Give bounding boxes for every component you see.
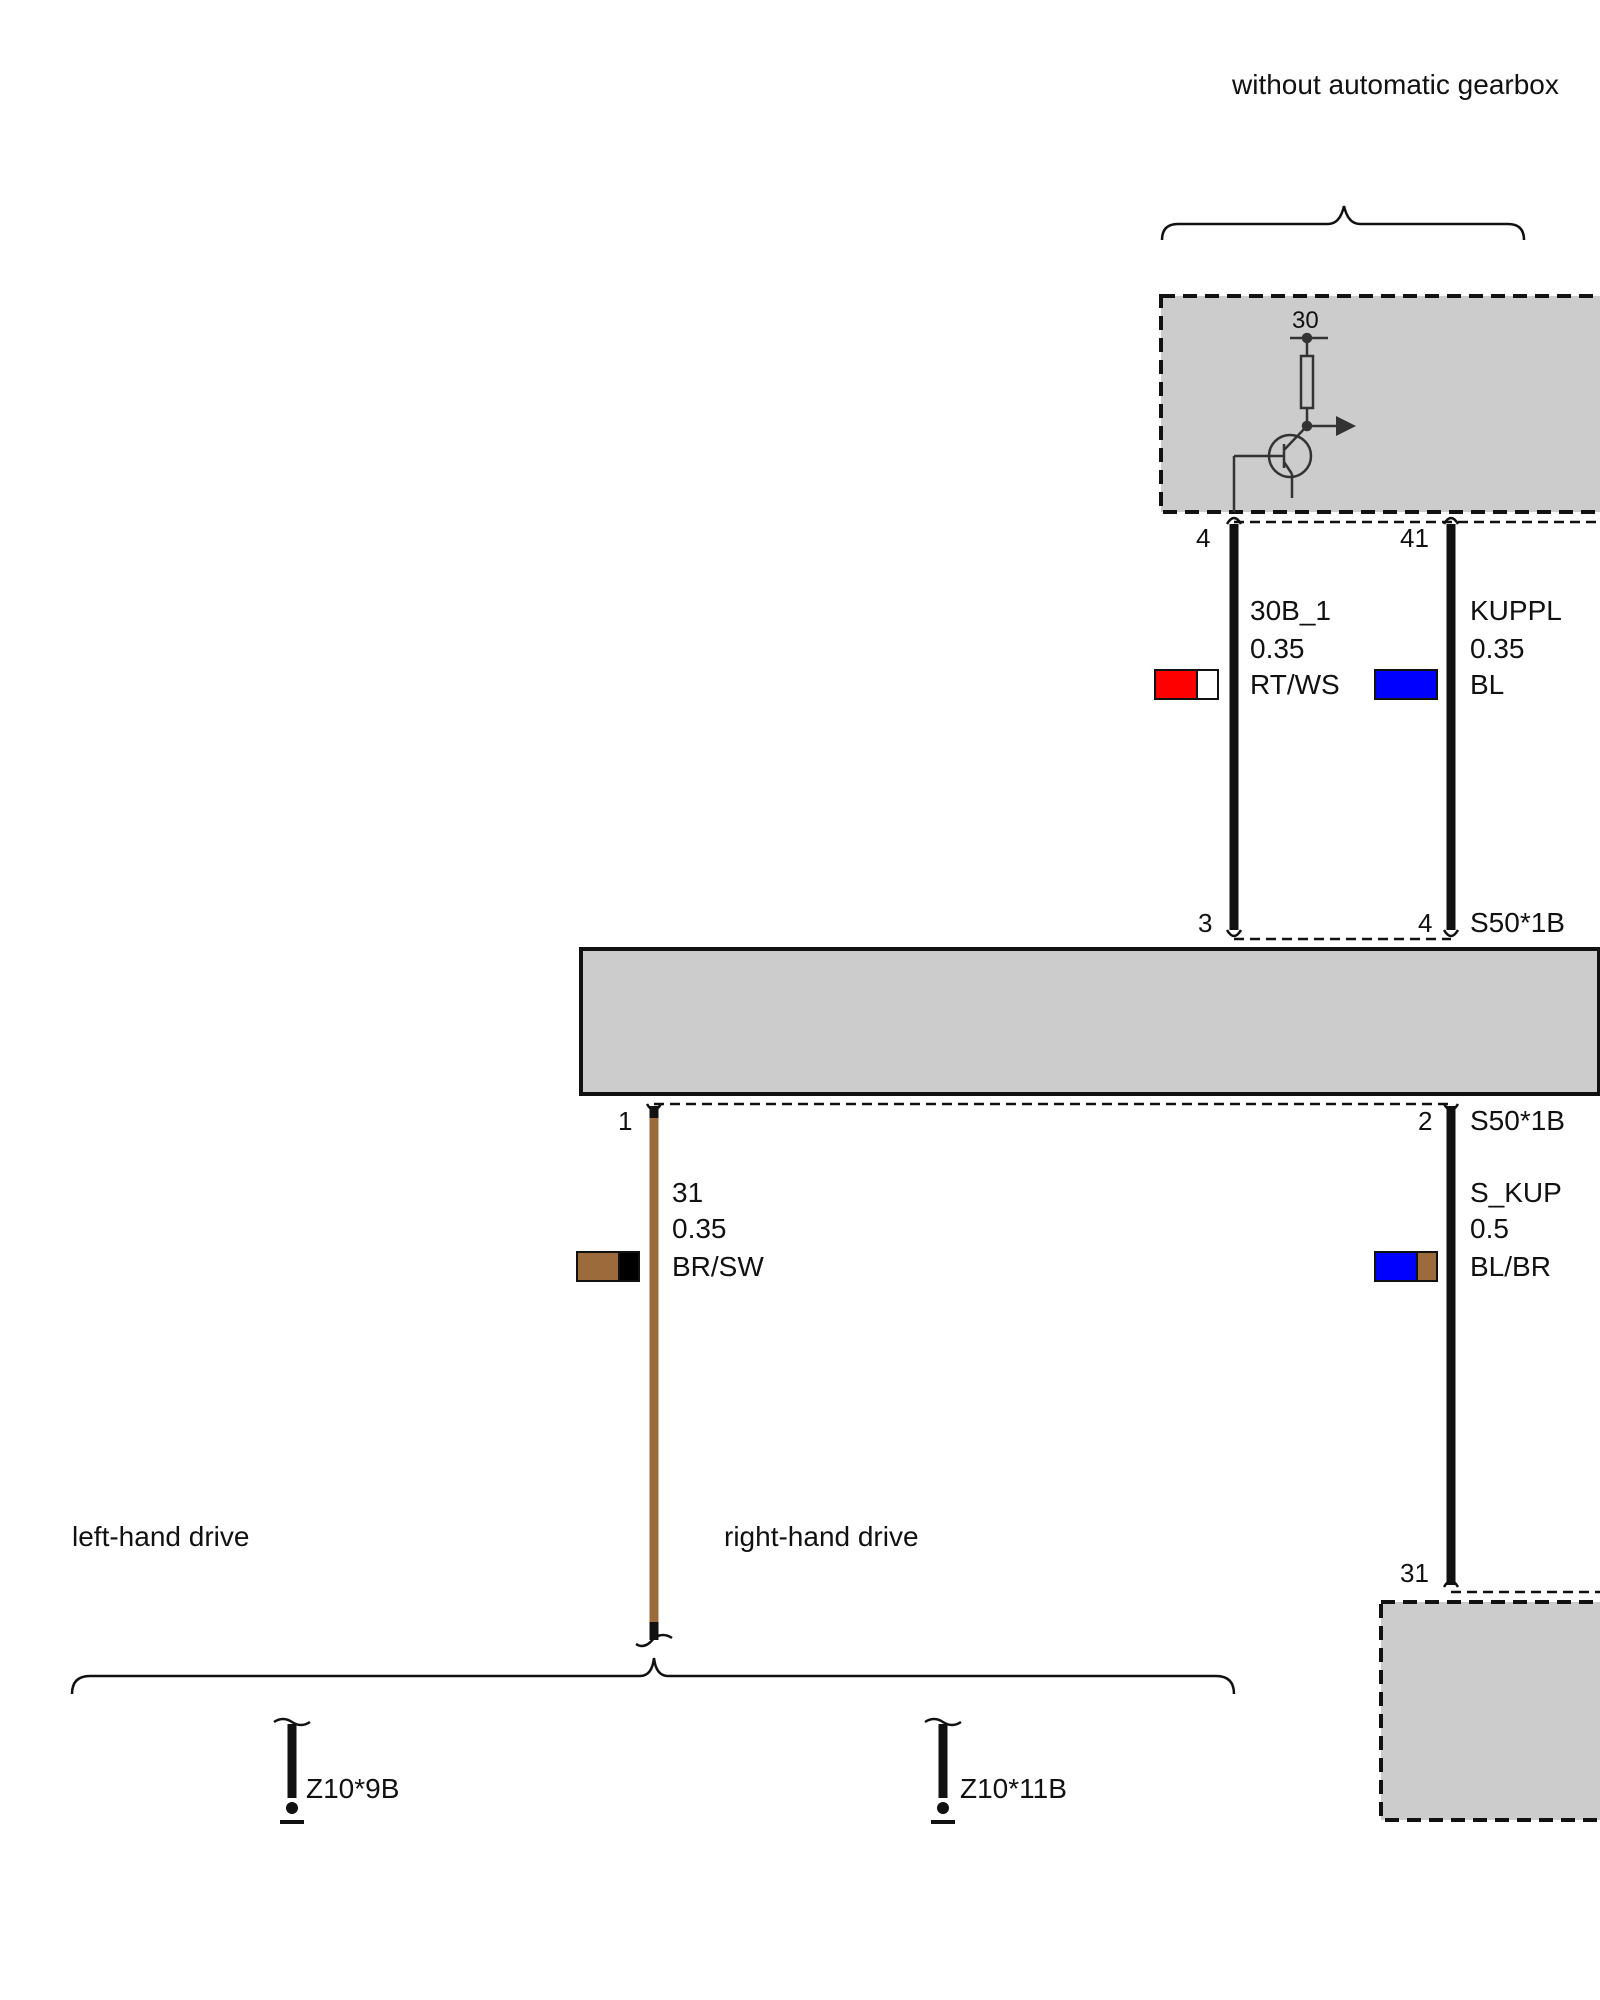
wire-color-chip-rt-ws bbox=[1154, 669, 1219, 700]
top-module bbox=[1159, 294, 1600, 514]
mid-pin-top-right: 4 bbox=[1418, 908, 1432, 938]
mid-pin-top-left: 3 bbox=[1198, 908, 1212, 938]
wire-color-chip-bl-br bbox=[1374, 1251, 1438, 1282]
wire-color-code: BL/BR bbox=[1470, 1251, 1551, 1282]
variant-brace bbox=[1160, 205, 1526, 241]
wire-30b1 bbox=[1225, 516, 1243, 938]
ground-point-z10-11b bbox=[924, 1717, 962, 1824]
connector-top-label: S50*1B bbox=[1470, 907, 1565, 938]
wire-signal: 30B_1 bbox=[1250, 595, 1331, 626]
variant-note: without automatic gearbox bbox=[1231, 69, 1559, 100]
wire-s-kup bbox=[1442, 1103, 1460, 1588]
wire-color-code: BR/SW bbox=[672, 1251, 764, 1282]
bottom-pin: 31 bbox=[1400, 1558, 1429, 1588]
wire-gauge: 0.5 bbox=[1470, 1213, 1509, 1244]
ground-point-z10-9b bbox=[273, 1717, 311, 1824]
wire-gauge: 0.35 bbox=[672, 1213, 727, 1244]
wire-color-chip-br-sw bbox=[576, 1251, 640, 1282]
right-drive-note: right-hand drive bbox=[724, 1521, 919, 1552]
connector-bottom-label: S50*1B bbox=[1470, 1105, 1565, 1136]
bottom-module bbox=[1379, 1600, 1600, 1822]
middle-module bbox=[579, 947, 1600, 1096]
ground-label: Z10*11B bbox=[960, 1773, 1067, 1804]
top-pin-left: 4 bbox=[1196, 523, 1210, 553]
wire-gauge: 0.35 bbox=[1470, 633, 1525, 664]
wire-color-chip-bl bbox=[1374, 669, 1438, 700]
mid-pin-bottom-left: 1 bbox=[618, 1106, 632, 1136]
transistor-symbol bbox=[1232, 332, 1356, 512]
wire-signal: S_KUP bbox=[1470, 1177, 1562, 1208]
wire-signal: 31 bbox=[672, 1177, 703, 1208]
wire-kuppl bbox=[1442, 516, 1460, 938]
drive-brace bbox=[70, 1657, 1236, 1695]
wire-color-code: RT/WS bbox=[1250, 669, 1340, 700]
mid-pin-bottom-right: 2 bbox=[1418, 1106, 1432, 1136]
top-pin-right: 41 bbox=[1400, 523, 1429, 553]
left-drive-note: left-hand drive bbox=[72, 1521, 249, 1552]
wire-31 bbox=[635, 1103, 673, 1648]
wire-signal: KUPPL bbox=[1470, 595, 1562, 626]
wire-color-code: BL bbox=[1470, 669, 1504, 700]
terminal-30-label: 30 bbox=[1292, 307, 1319, 334]
wire-gauge: 0.35 bbox=[1250, 633, 1305, 664]
ground-label: Z10*9B bbox=[306, 1773, 399, 1804]
